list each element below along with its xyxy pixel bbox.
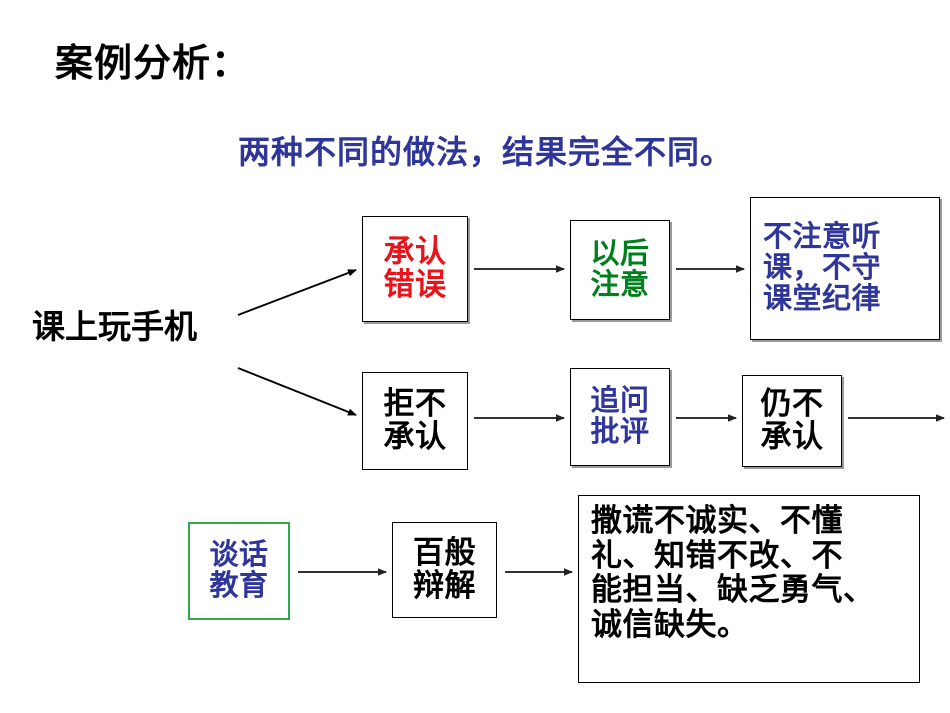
- node-inattentive-result: 不注意听 课，不守 课堂纪律: [750, 197, 940, 340]
- root-node-label: 课上玩手机: [32, 310, 197, 346]
- node-line: 课堂纪律: [763, 282, 882, 315]
- node-line: 承认: [760, 419, 824, 454]
- node-line: 教育: [209, 570, 269, 602]
- node-line: 辩解: [413, 568, 476, 603]
- node-line: 课，不守: [763, 252, 882, 285]
- node-refuse-admit: 拒不 承认: [362, 372, 468, 470]
- node-line: 不注意听: [763, 221, 882, 254]
- node-pay-attention: 以后 注意: [570, 220, 670, 320]
- node-line: 百般: [413, 535, 476, 571]
- arrow-root-to-refuse: [237, 367, 357, 416]
- node-line: 拒不: [383, 386, 447, 422]
- node-consequences: 撒谎不诚实、不懂 礼、知错不改、不 能担当、缺乏勇气、 诚信缺失。: [578, 495, 920, 683]
- node-press-criticize: 追问 批评: [570, 368, 670, 466]
- node-line: 谈话: [209, 539, 269, 572]
- node-line: 能担当、缺乏勇气、: [591, 572, 875, 608]
- arrow-root-to-admit: [237, 269, 357, 316]
- node-talk-education: 谈话 教育: [188, 522, 290, 620]
- node-line: 追问: [590, 385, 650, 418]
- node-line: 礼、知错不改、不: [591, 537, 843, 573]
- node-line: 批评: [590, 416, 650, 448]
- node-line: 错误: [383, 267, 447, 302]
- node-line: 注意: [590, 269, 650, 301]
- node-line: 以后: [590, 238, 650, 271]
- node-line: 承认: [383, 419, 447, 454]
- node-line: 承认: [383, 234, 447, 270]
- node-admit-mistake: 承认 错误: [362, 216, 468, 322]
- node-excuses: 百般 辩解: [392, 522, 497, 618]
- slide-subtitle: 两种不同的做法，结果完全不同。: [238, 134, 734, 170]
- node-still-deny: 仍不 承认: [742, 375, 842, 467]
- node-line: 撒谎不诚实、不懂: [591, 503, 843, 538]
- node-line: 仍不: [760, 386, 824, 422]
- node-line: 诚信缺失。: [591, 607, 749, 643]
- page-title: 案例分析：: [55, 43, 251, 85]
